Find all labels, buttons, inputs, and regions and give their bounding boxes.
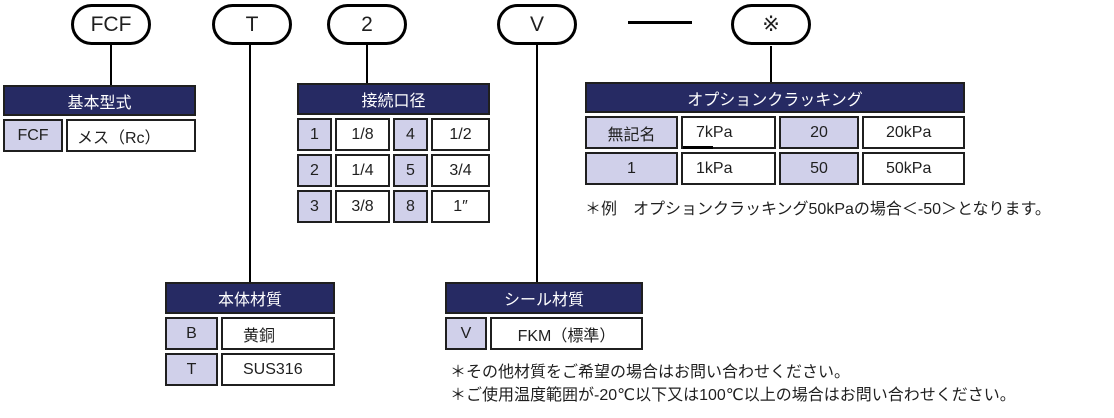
- code-cell: 2: [297, 154, 332, 187]
- connector-connection-size: [366, 44, 368, 85]
- value-cell: FKM（標準）: [490, 317, 643, 350]
- code-cell: 20: [779, 116, 859, 149]
- value-cell: SUS316: [221, 353, 335, 386]
- body-material-table: 本体材質 B 黄銅 T SUS316: [165, 282, 335, 386]
- body-material-table-header: 本体材質: [165, 282, 335, 314]
- value-cell: 1/4: [335, 154, 390, 187]
- code-cell: 無記名: [585, 116, 678, 149]
- option-cracking-table-header: オプションクラッキング: [585, 82, 965, 113]
- connector-basic-model: [110, 44, 112, 87]
- code-cell: V: [445, 317, 487, 350]
- value-cell: 3/8: [335, 190, 390, 223]
- value-cell: 黄銅: [221, 317, 335, 350]
- code-cell: 3: [297, 190, 332, 223]
- code-cell: FCF: [3, 119, 63, 152]
- code-bubble-option-cracking: ※: [731, 4, 811, 45]
- code-bubble-basic-model: FCF: [71, 4, 151, 45]
- stray-mark: [683, 146, 713, 149]
- basic-model-table-header: 基本型式: [3, 85, 196, 116]
- code-cell: 4: [393, 118, 428, 151]
- connector-option-cracking: [770, 46, 772, 84]
- seal-material-table: シール材質 V FKM（標準）: [445, 282, 643, 350]
- code-bubble-connection-size: 2: [327, 4, 407, 45]
- connection-size-table-header: 接続口径: [297, 83, 490, 115]
- connection-size-table: 接続口径 1 1/8 4 1/2 2 1/4 5 3/4 3 3/8 8 1″: [297, 83, 490, 223]
- code-cell: T: [165, 353, 218, 386]
- note-cracking-example: ＊例 オプションクラッキング50kPaの場合＜-50＞となります。: [585, 201, 1051, 218]
- seal-material-table-header: シール材質: [445, 282, 643, 314]
- code-cell: 8: [393, 190, 428, 223]
- note-temperature: ＊ご使用温度範囲が-20℃以下又は100℃以上の場合はお問い合わせください。: [450, 387, 1016, 404]
- code-cell: 50: [779, 152, 859, 185]
- value-cell: 7kPa: [681, 116, 776, 149]
- code-cell: 1: [297, 118, 332, 151]
- value-cell: 20kPa: [862, 116, 965, 149]
- value-cell: 50kPa: [862, 152, 965, 185]
- value-cell: 1/8: [335, 118, 390, 151]
- code-bubble-seal-material: V: [497, 4, 577, 45]
- value-cell: 3/4: [431, 154, 490, 187]
- value-cell: 1kPa: [681, 152, 776, 185]
- value-cell: メス（Rc）: [66, 119, 196, 152]
- basic-model-table: 基本型式 FCF メス（Rc）: [3, 85, 196, 152]
- option-cracking-table: オプションクラッキング 無記名 7kPa 20 20kPa 1 1kPa 50 …: [585, 82, 965, 185]
- note-material: ＊その他材質をご希望の場合はお問い合わせください。: [450, 364, 851, 381]
- separator-dash: [628, 21, 692, 24]
- connector-seal-material: [536, 44, 538, 284]
- code-cell: B: [165, 317, 218, 350]
- value-cell: 1″: [431, 190, 490, 223]
- code-bubble-body-material: T: [212, 4, 292, 45]
- connector-body-material: [249, 44, 251, 284]
- code-cell: 1: [585, 152, 678, 185]
- value-cell: 1/2: [431, 118, 490, 151]
- code-cell: 5: [393, 154, 428, 187]
